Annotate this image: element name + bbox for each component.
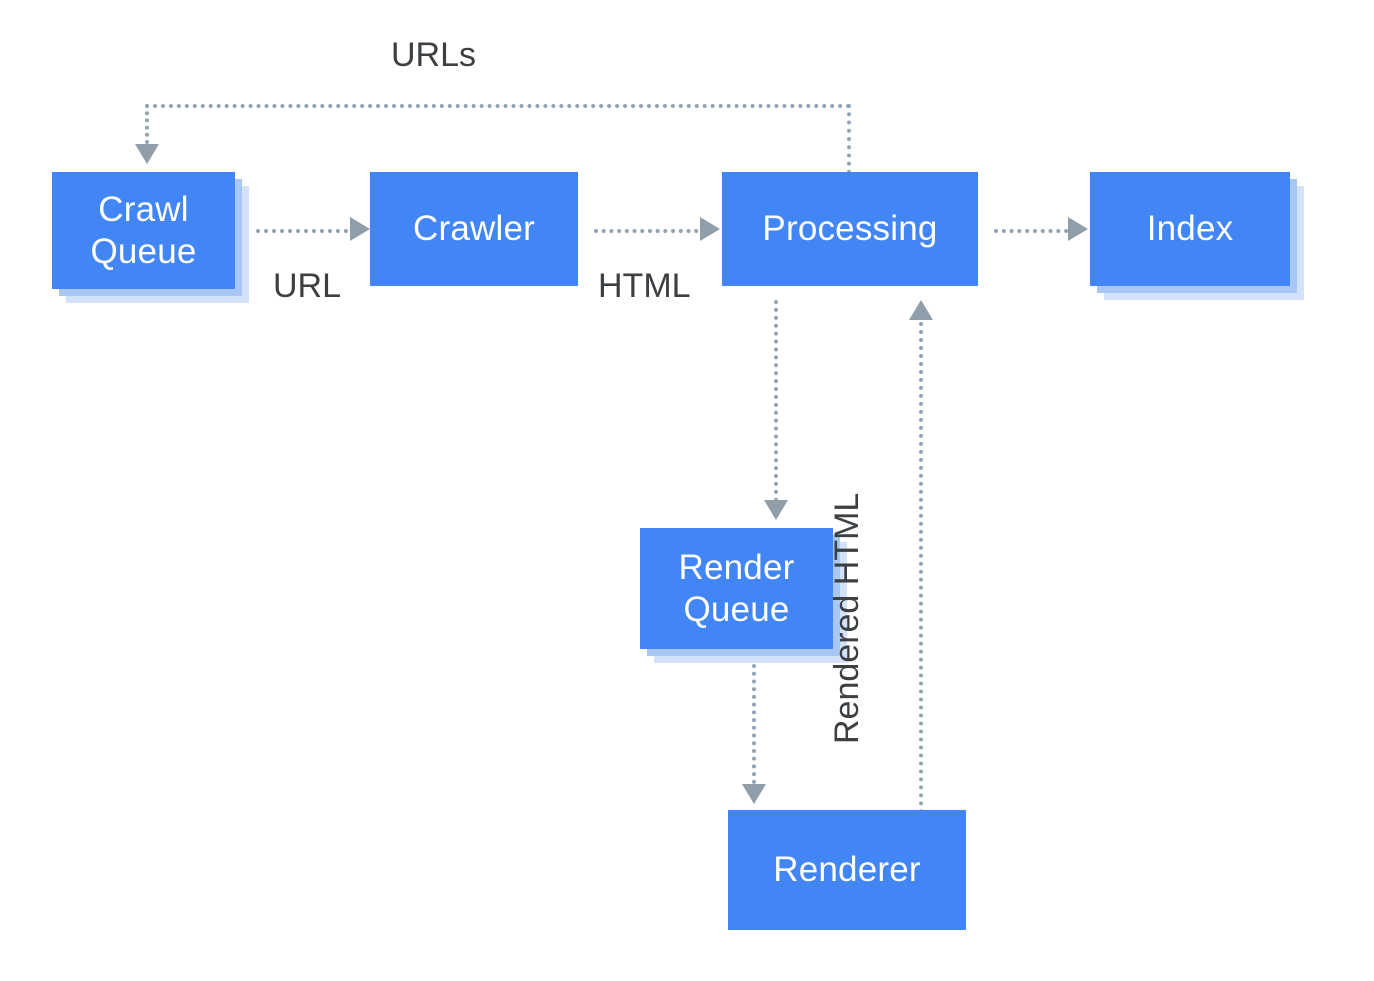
edge-processing-to-render-queue-line	[774, 300, 778, 502]
edge-crawler-to-processing-line	[594, 229, 706, 233]
edge-crawl-queue-to-crawler-line	[256, 229, 356, 233]
node-render-queue[interactable]: Render Queue	[640, 528, 833, 649]
node-processing-label: Processing	[762, 209, 938, 249]
node-crawl-queue[interactable]: Crawl Queue	[52, 172, 235, 289]
node-processing[interactable]: Processing	[722, 172, 978, 286]
arrowhead-into-processing-rendered	[909, 300, 933, 320]
arrowhead-into-processing	[700, 217, 720, 241]
edge-label-html: HTML	[598, 267, 691, 305]
arrowhead-into-render-queue	[764, 500, 788, 520]
node-crawl-queue-label: Crawl Queue	[90, 190, 197, 271]
arrowhead-into-crawler	[350, 217, 370, 241]
node-renderer[interactable]: Renderer	[728, 810, 966, 930]
node-crawler-label: Crawler	[413, 209, 535, 249]
edge-render-queue-to-renderer-line	[752, 664, 756, 784]
edge-renderer-to-processing-line	[919, 322, 923, 822]
node-index-label: Index	[1146, 209, 1234, 249]
arrowhead-into-index	[1068, 217, 1088, 241]
arrowhead-into-renderer	[742, 784, 766, 804]
edge-processing-to-crawl-queue-span	[145, 104, 851, 108]
node-crawler[interactable]: Crawler	[370, 172, 578, 286]
edge-label-rendered-html: Rendered HTML	[828, 492, 866, 744]
node-index[interactable]: Index	[1090, 172, 1290, 286]
node-render-queue-label: Render Queue	[678, 548, 795, 629]
edge-processing-to-index-line	[994, 229, 1076, 233]
edge-label-urls: URLs	[391, 36, 477, 74]
edge-processing-to-crawl-queue-riser	[847, 104, 851, 174]
node-renderer-label: Renderer	[773, 850, 921, 890]
arrowhead-into-crawl-queue	[135, 144, 159, 164]
edge-processing-to-crawl-queue-drop	[145, 104, 149, 144]
edge-label-url: URL	[273, 267, 342, 305]
